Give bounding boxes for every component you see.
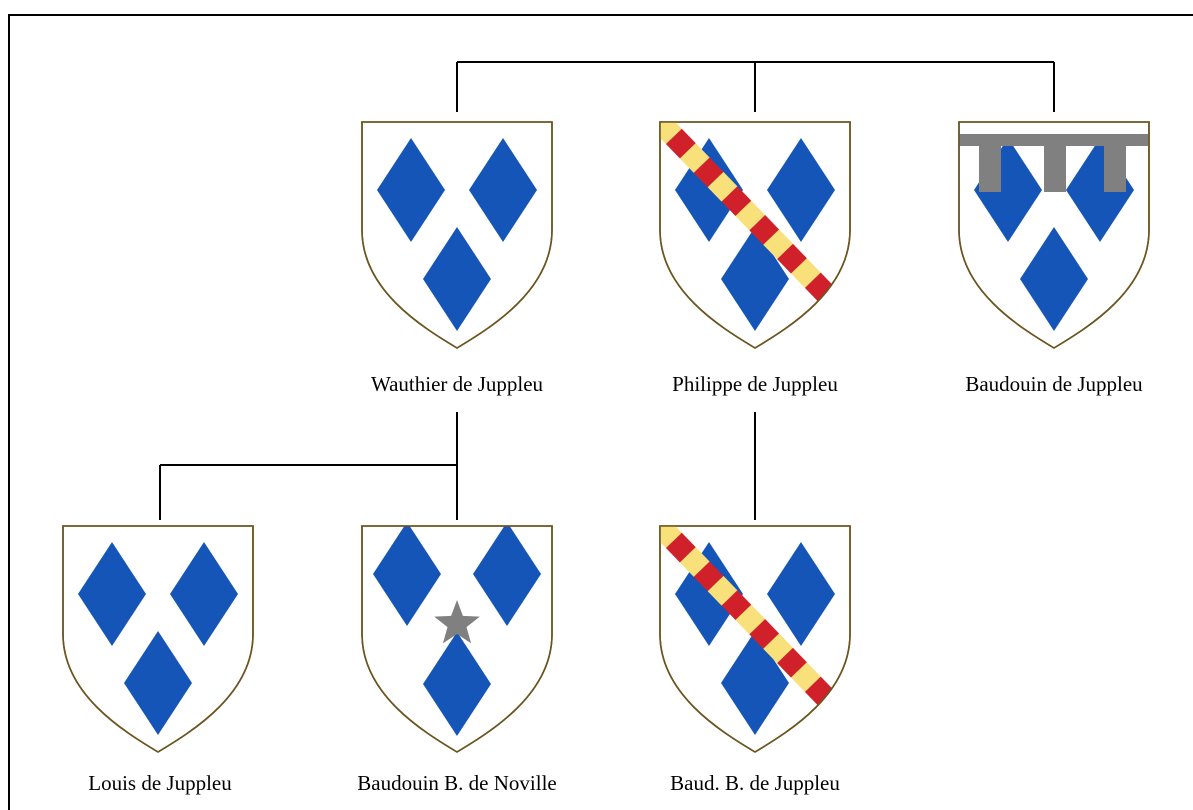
bend-compony-or-gules	[660, 526, 850, 752]
coat-of-arms-philippe	[659, 121, 851, 349]
shield-charges	[959, 134, 1149, 331]
person-node-baudouin-noville: Baudouin B. de Noville	[357, 525, 557, 795]
coat-of-arms-baudouin-noville	[361, 525, 553, 753]
person-node-baud-juppleu: Baud. B. de Juppleu	[659, 525, 851, 795]
shield-charges	[373, 526, 541, 736]
lozenge-base	[124, 631, 192, 735]
lozenge-dexter-chief	[78, 542, 146, 646]
bend-compony-or-gules	[660, 122, 850, 348]
lozenge-sinister-chief	[767, 542, 835, 646]
label-of-three-points	[959, 134, 1149, 192]
shield-charges	[78, 542, 238, 735]
person-name-label: Baudouin de Juppleu	[965, 372, 1143, 396]
coat-of-arms-louis	[62, 525, 254, 753]
lozenge-sinister-chief	[767, 138, 835, 242]
person-node-louis: Louis de Juppleu	[62, 525, 254, 795]
lozenge-dexter-chief	[373, 526, 441, 626]
lozenge-sinister-chief	[469, 138, 537, 242]
shield-charges	[377, 138, 537, 331]
tree-connectors	[159, 61, 1055, 520]
lozenge-base	[423, 227, 491, 331]
person-name-label: Philippe de Juppleu	[672, 372, 838, 396]
person-node-philippe: Philippe de Juppleu	[659, 121, 851, 396]
mullet-star-charge	[434, 600, 480, 644]
person-name-label: Baud. B. de Juppleu	[670, 771, 840, 795]
shield-charges	[660, 526, 850, 752]
person-name-label: Wauthier de Juppleu	[371, 372, 544, 396]
coat-of-arms-baud-juppleu	[659, 525, 851, 753]
shield-charges	[660, 122, 850, 348]
diagram-frame	[8, 14, 1193, 810]
person-node-wauthier: Wauthier de Juppleu	[361, 121, 553, 396]
lozenge-sinister-chief	[170, 542, 238, 646]
coat-of-arms-baudouin	[958, 121, 1150, 349]
lozenge-dexter-chief	[377, 138, 445, 242]
coat-of-arms-wauthier	[361, 121, 553, 349]
person-name-label: Louis de Juppleu	[88, 771, 232, 795]
lozenge-base	[423, 632, 491, 736]
lozenge-base	[1020, 227, 1088, 331]
lozenge-sinister-chief	[473, 526, 541, 626]
person-name-label: Baudouin B. de Noville	[357, 771, 556, 795]
person-node-baudouin: Baudouin de Juppleu	[958, 121, 1150, 396]
